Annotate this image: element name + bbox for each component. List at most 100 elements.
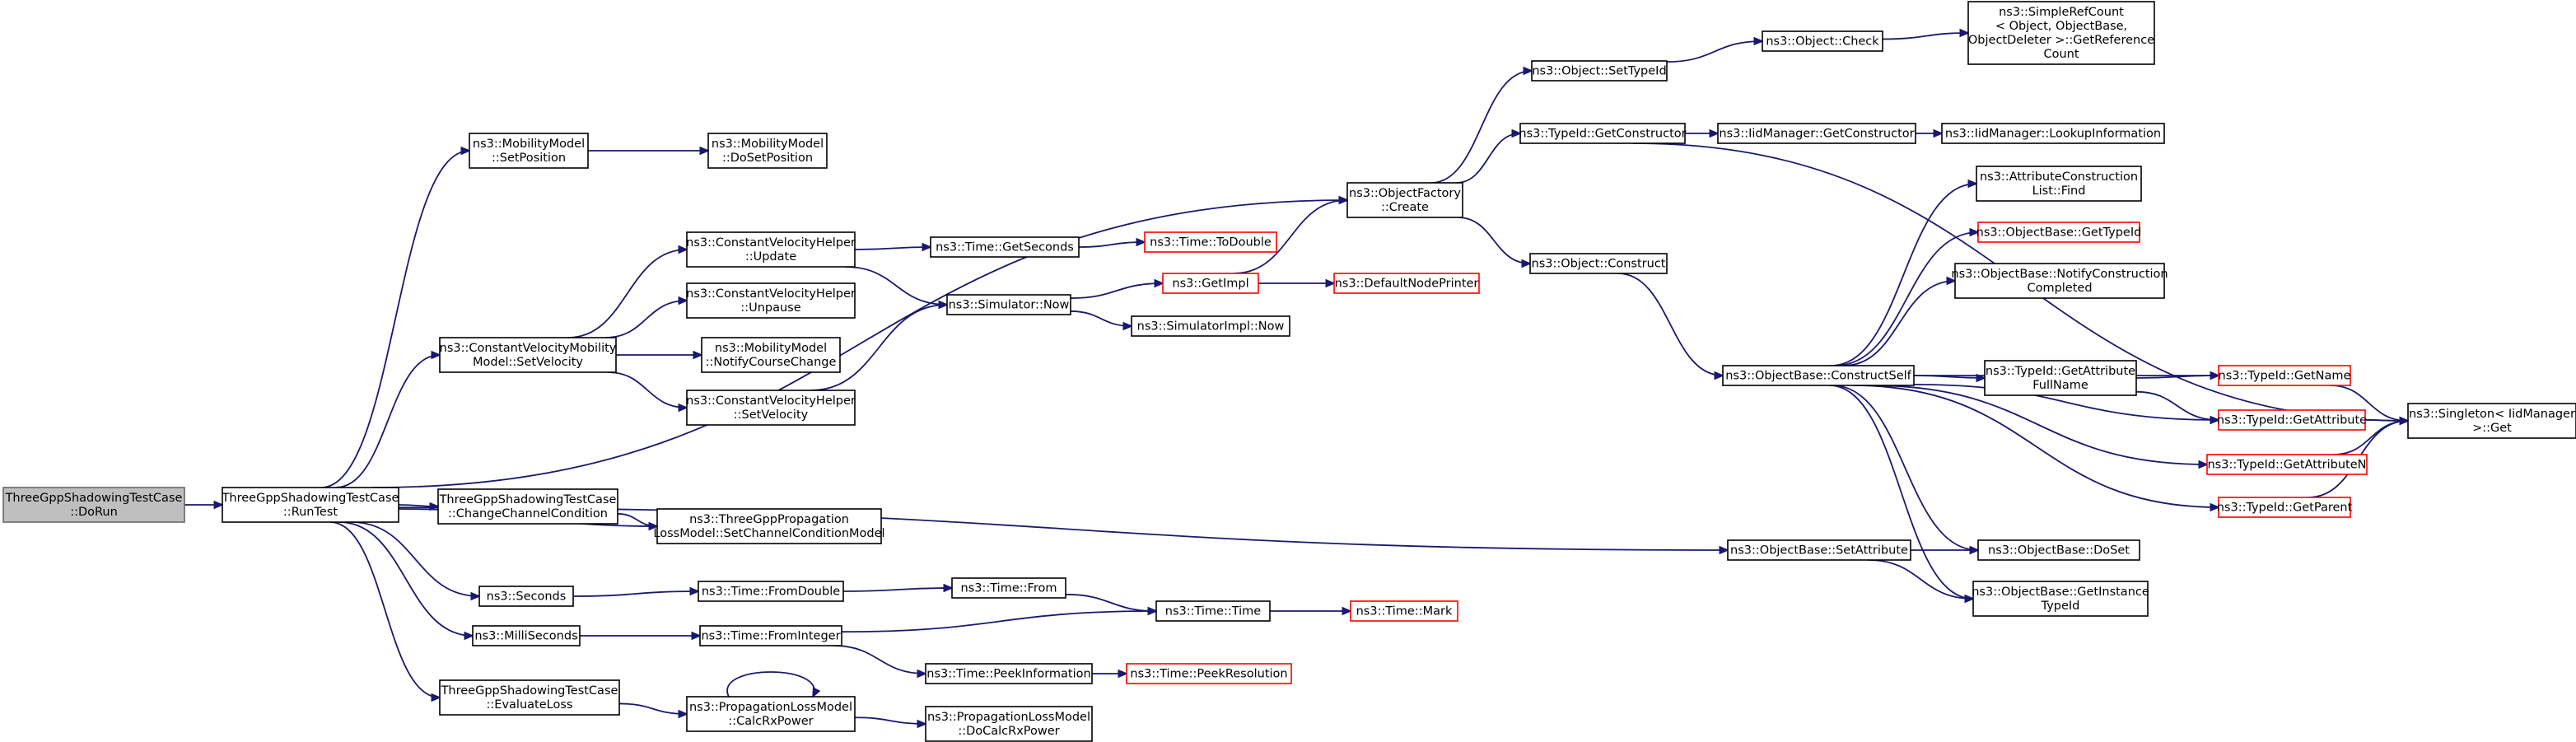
node-objfactory-create[interactable]: ns3::ObjectFactory::Create xyxy=(1346,182,1463,218)
node-time-mark[interactable]: ns3::Time::Mark xyxy=(1350,600,1458,622)
node-box xyxy=(686,696,856,732)
node-iidmgr-lookup[interactable]: ns3::IidManager::LookupInformation xyxy=(1941,123,2165,144)
node-ob-constructself[interactable]: ns3::ObjectBase::ConstructSelf xyxy=(1722,365,1915,386)
node-cvh-update[interactable]: ns3::ConstantVelocityHelper::Update xyxy=(686,231,856,268)
node-seconds[interactable]: ns3::Seconds xyxy=(478,586,574,607)
edge-ob-constructself-to-attrlist-find xyxy=(1831,184,1976,366)
node-typeid-getname[interactable]: ns3::TypeId::GetName xyxy=(2218,365,2351,386)
node-label: ThreeGppShadowingTestCase xyxy=(222,492,399,505)
node-obj-construct[interactable]: ns3::Object::Construct xyxy=(1529,253,1668,274)
node-box xyxy=(699,625,842,646)
node-runtest[interactable]: ThreeGppShadowingTestCase::RunTest xyxy=(222,487,399,523)
node-box xyxy=(478,586,574,607)
node-cvmm-setvel[interactable]: ns3::ConstantVelocityMobilityModel::SetV… xyxy=(439,337,617,373)
node-time-peekinfo[interactable]: ns3::Time::PeekInformation xyxy=(925,663,1093,684)
node-time-fromint[interactable]: ns3::Time::FromInteger xyxy=(699,625,842,646)
edge-cvmm-setvel-to-cvh-setvel xyxy=(607,371,687,408)
node-label: ::DoCalcRxPower xyxy=(958,725,1059,738)
node-mm-dosetpos[interactable]: ns3::MobilityModel::DoSetPosition xyxy=(707,133,828,169)
edge-ob-constructself-to-typeid-getparent xyxy=(1853,385,2219,507)
node-box xyxy=(1954,263,2165,299)
node-label: ns3::Time::GetSeconds xyxy=(936,241,1074,254)
node-label: ThreeGppShadowingTestCase xyxy=(441,684,618,698)
node-box xyxy=(1972,581,2149,617)
edge-ob-constructself-to-ob-getinsttypeid xyxy=(1829,385,1973,599)
node-simimpl-now[interactable]: ns3::SimulatorImpl::Now xyxy=(1131,315,1290,337)
node-label: ns3::ObjectFactory xyxy=(1349,187,1461,200)
node-mm-notify[interactable]: ns3::MobilityModel::NotifyCourseChange xyxy=(701,337,841,373)
node-obj-settypeid[interactable]: ns3::Object::SetTypeId xyxy=(1531,60,1668,82)
node-cvh-setvel[interactable]: ns3::ConstantVelocityHelper::SetVelocity xyxy=(686,390,856,426)
node-iidmgr-getctor[interactable]: ns3::IidManager::GetConstructor xyxy=(1717,123,1916,144)
node-label: ::RunTest xyxy=(283,506,338,519)
node-label: ns3::TypeId::GetName xyxy=(2219,370,2351,383)
edge-typeid-getattrfull-to-typeid-getattr xyxy=(2135,390,2219,420)
node-box xyxy=(1762,30,1883,52)
node-plm-setchan[interactable]: ns3::ThreeGppPropagationLossModel::SetCh… xyxy=(653,508,885,544)
node-ob-gettypeid[interactable]: ns3::ObjectBase::GetTypeId xyxy=(1976,222,2142,243)
node-defnodeprinter[interactable]: ns3::DefaultNodePrinter xyxy=(1333,273,1480,294)
node-label: TypeId xyxy=(2041,600,2080,613)
node-ob-notifyconstr[interactable]: ns3::ObjectBase::NotifyConstructionCompl… xyxy=(1951,263,2168,299)
node-box xyxy=(1529,253,1668,274)
edge-sim-now-to-getimpl xyxy=(1070,283,1163,299)
node-box xyxy=(1941,123,2165,144)
node-dorun[interactable]: ThreeGppShadowingTestCase::DoRun xyxy=(2,487,185,523)
node-obj-check[interactable]: ns3::Object::Check xyxy=(1762,30,1883,52)
node-label: ns3::TypeId::GetAttribute xyxy=(2217,414,2367,427)
node-box xyxy=(1976,166,2142,202)
node-box xyxy=(1131,315,1290,337)
edge-time-from-to-time-time xyxy=(1065,593,1156,611)
node-label: ::EvaluateLoss xyxy=(487,698,573,712)
node-evalloss[interactable]: ThreeGppShadowingTestCase::EvaluateLoss xyxy=(439,679,620,716)
node-time-todouble[interactable]: ns3::Time::ToDouble xyxy=(1144,231,1277,253)
node-mm-setpos[interactable]: ns3::MobilityModel::SetPosition xyxy=(469,133,589,169)
node-changechan[interactable]: ThreeGppShadowingTestCase::ChangeChannel… xyxy=(437,488,618,525)
node-box xyxy=(1977,222,2140,243)
node-label: ::SetPosition xyxy=(492,152,566,165)
node-label: ns3::Object::Check xyxy=(1766,35,1879,49)
node-box xyxy=(1984,360,2137,396)
node-time-peekres[interactable]: ns3::Time::PeekResolution xyxy=(1126,663,1292,684)
node-plm-docalcrx[interactable]: ns3::PropagationLossModel::DoCalcRxPower xyxy=(925,706,1093,742)
node-label: ThreeGppShadowingTestCase xyxy=(5,492,183,505)
node-label: ::ChangeChannelCondition xyxy=(448,507,608,520)
edge-time-getsec-to-time-todouble xyxy=(1078,242,1145,248)
node-label: ns3::MilliSeconds xyxy=(474,630,577,643)
node-singleton-get[interactable]: ns3::Singleton< IidManager>::Get xyxy=(2407,403,2576,439)
node-time-from[interactable]: ns3::Time::From xyxy=(951,577,1066,599)
node-ob-setattr[interactable]: ns3::ObjectBase::SetAttribute xyxy=(1727,539,1911,561)
node-label: ns3::SimulatorImpl::Now xyxy=(1137,320,1285,334)
node-millisec[interactable]: ns3::MilliSeconds xyxy=(472,625,581,646)
node-box xyxy=(1519,123,1686,144)
node-getimpl[interactable]: ns3::GetImpl xyxy=(1162,273,1259,294)
node-cvh-unpause[interactable]: ns3::ConstantVelocityHelper::Unpause xyxy=(686,282,856,319)
node-time-time[interactable]: ns3::Time::Time xyxy=(1155,600,1271,622)
edge-ob-constructself-to-ob-notifyconstr xyxy=(1843,281,1955,366)
node-typeid-getctor[interactable]: ns3::TypeId::GetConstructor xyxy=(1519,123,1687,144)
node-box xyxy=(2218,497,2351,518)
node-ob-doset[interactable]: ns3::ObjectBase::DoSet xyxy=(1977,539,2140,561)
node-label: ::Update xyxy=(745,250,796,264)
node-box xyxy=(656,508,882,544)
edge-sim-now-to-simimpl-now xyxy=(1070,310,1132,326)
node-typeid-getparent[interactable]: ns3::TypeId::GetParent xyxy=(2217,497,2353,518)
node-box xyxy=(1531,60,1668,82)
node-typeid-getattrn[interactable]: ns3::TypeId::GetAttributeN xyxy=(2206,454,2368,475)
edge-time-fromint-to-time-peekinfo xyxy=(833,645,926,674)
node-plm-calcrx[interactable]: ns3::PropagationLossModel::CalcRxPower xyxy=(686,696,856,732)
node-label: ns3::ObjectBase::GetTypeId xyxy=(1976,226,2142,240)
edge-objfactory-create-to-obj-construct xyxy=(1458,217,1530,264)
node-simplerefcount[interactable]: ns3::SimpleRefCount< Object, ObjectBase,… xyxy=(1967,1,2155,65)
node-sim-now[interactable]: ns3::Simulator::Now xyxy=(946,294,1071,315)
node-label: ns3::Time::Time xyxy=(1165,605,1262,618)
node-time-fromdouble[interactable]: ns3::Time::FromDouble xyxy=(698,581,844,602)
node-typeid-getattr[interactable]: ns3::TypeId::GetAttribute xyxy=(2217,409,2367,431)
node-label: ns3::ConstantVelocityMobility xyxy=(440,342,617,355)
node-label: ns3::IidManager::LookupInformation xyxy=(1945,128,2161,141)
node-box xyxy=(2218,365,2351,386)
node-time-getsec[interactable]: ns3::Time::GetSeconds xyxy=(930,236,1080,258)
